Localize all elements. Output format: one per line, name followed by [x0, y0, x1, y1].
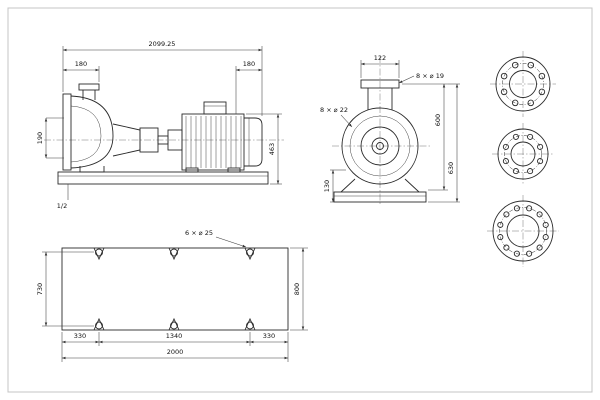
dim-width-overall: 800: [293, 283, 301, 295]
dim-suction-height: 190: [36, 132, 44, 144]
label-discharge-bolt-spec: 8 × ⌀ 19: [416, 72, 444, 80]
dim-total-length: 2099.25: [149, 40, 176, 48]
suction-flange-front: [360, 126, 400, 166]
side-view-dimensions: 2099.25 180 180 190 463 1/2: [36, 40, 282, 210]
end-view-pump: [332, 56, 432, 206]
plan-view-baseplate: [61, 247, 289, 331]
label-suction-bolt-spec: 8 × ⌀ 22: [320, 106, 348, 114]
flange-view-middle: [492, 123, 554, 185]
baseplate-outline: [61, 247, 289, 331]
dim-length-end-right: 330: [263, 332, 275, 340]
dim-length-end-left: 330: [74, 332, 86, 340]
baseplate-side: [57, 171, 269, 185]
volute-front: [341, 107, 419, 185]
suction-flange-side: [62, 93, 72, 171]
dim-length-overall: 2000: [167, 348, 184, 356]
dim-base-height: 130: [323, 180, 331, 192]
discharge-flange-top: [360, 79, 400, 89]
pump-foot: [79, 166, 105, 173]
dim-width-bolt-pitch: 730: [36, 283, 44, 295]
motor-foot-front: [185, 167, 199, 173]
volute-outline: [70, 95, 114, 169]
end-view-dimensions: 122 8 × ⌀ 19 8 × ⌀ 22 600 630 130: [320, 54, 460, 203]
side-view-pump-and-motor: [44, 83, 284, 185]
dim-flange-width: 122: [374, 54, 386, 62]
label-drain-size: 1/2: [57, 202, 67, 210]
motor-body: [181, 113, 245, 171]
plan-view-dimensions: 6 × ⌀ 25 730 800 330 1340 330 2000: [36, 229, 308, 362]
terminal-box: [203, 101, 227, 115]
motor-foot-rear: [227, 167, 241, 173]
dim-overhang-left: 180: [75, 60, 87, 68]
dim-height-to-flange: 600: [434, 114, 442, 126]
dim-overhang-right: 180: [243, 60, 255, 68]
flange-view-top: [490, 51, 556, 117]
fan-cover: [244, 117, 263, 167]
dim-total-height: 463: [268, 143, 276, 155]
discharge-flange-side: [78, 83, 100, 91]
dim-overall-height: 630: [447, 162, 455, 174]
sheet-border: [7, 7, 593, 393]
flange-view-bottom: [487, 195, 559, 267]
dim-length-center: 1340: [166, 332, 183, 340]
label-hole-spec: 6 × ⌀ 25: [185, 229, 213, 237]
